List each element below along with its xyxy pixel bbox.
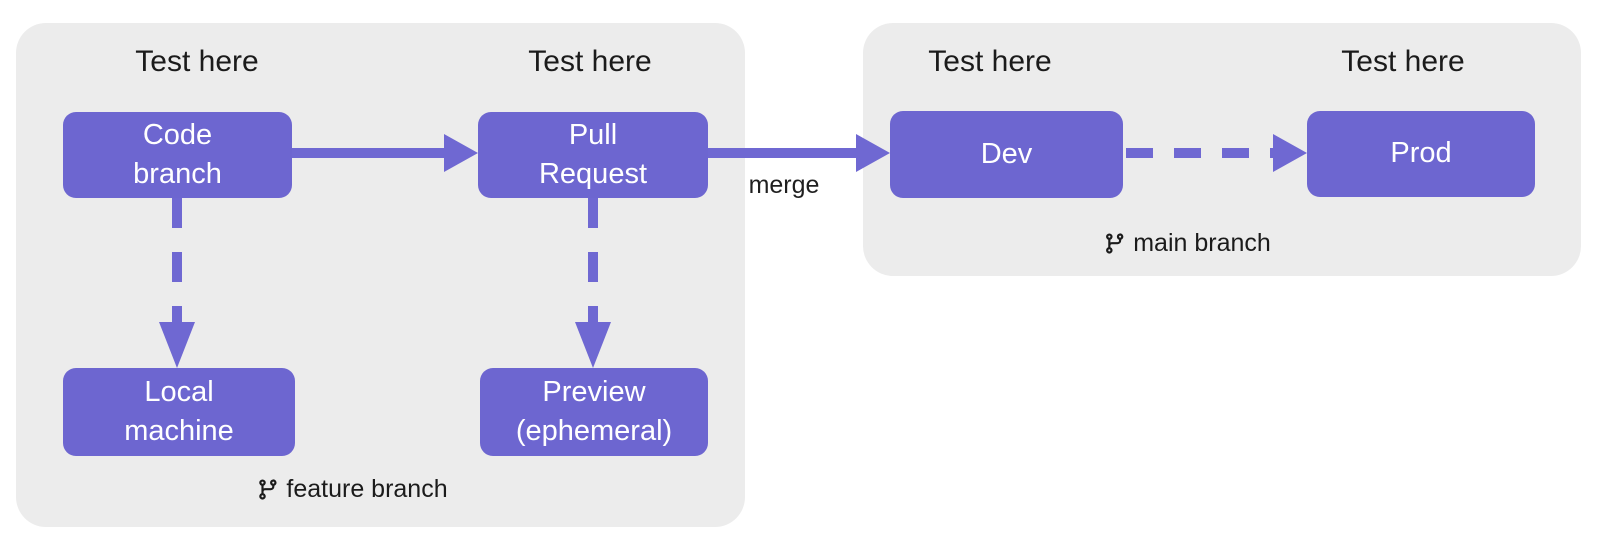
node-preview: Preview (ephemeral): [480, 368, 708, 456]
test-here-label-code-branch: Test here: [135, 45, 259, 78]
node-prod: Prod: [1307, 111, 1535, 197]
git-branch-icon: [1106, 233, 1124, 254]
main-branch-label-text: main branch: [1133, 229, 1271, 257]
test-here-label-pull-request: Test here: [528, 45, 652, 78]
merge-edge-label: merge: [748, 171, 820, 199]
feature-branch-label-text: feature branch: [286, 475, 448, 503]
git-branch-icon: [259, 479, 277, 500]
node-dev: Dev: [890, 111, 1123, 198]
main-branch-label: main branch: [1103, 229, 1271, 258]
test-here-label-dev: Test here: [928, 45, 1052, 78]
node-code-branch: Code branch: [63, 112, 292, 198]
node-local-machine: Local machine: [63, 368, 295, 456]
feature-branch-label: feature branch: [256, 475, 448, 504]
node-pull-request: Pull Request: [478, 112, 708, 198]
test-here-label-prod: Test here: [1341, 45, 1465, 78]
